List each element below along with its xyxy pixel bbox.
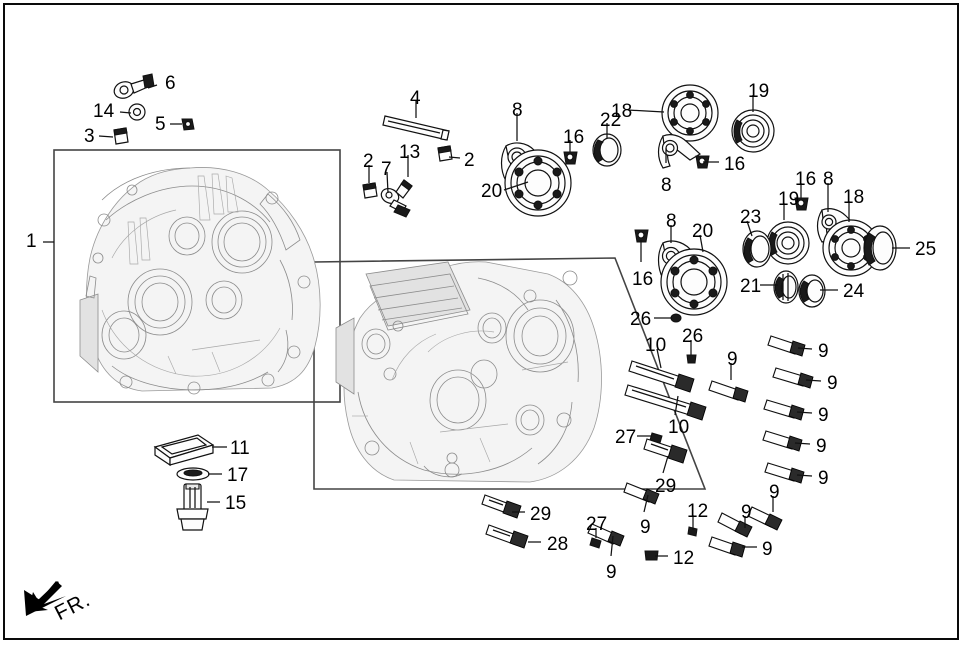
callout-number-5: 5 (155, 114, 166, 135)
callout-number-19: 19 (778, 189, 800, 210)
callout-number-10: 10 (668, 417, 690, 438)
callout-number-20: 20 (692, 221, 714, 242)
callout-number-1: 1 (26, 231, 37, 252)
callout-number-9: 9 (769, 482, 780, 503)
callout-number-2: 2 (363, 151, 374, 172)
callout-number-26: 26 (630, 309, 652, 330)
callout-number-27: 27 (586, 514, 608, 535)
callout-number-7: 7 (381, 159, 392, 180)
callout-number-19: 19 (748, 81, 770, 102)
diagram-outer-frame (3, 3, 959, 640)
callout-number-3: 3 (84, 126, 95, 147)
callout-number-9: 9 (818, 341, 829, 362)
callout-number-12: 12 (687, 501, 709, 522)
callout-number-22: 22 (600, 110, 622, 131)
callout-number-28: 28 (547, 534, 569, 555)
callout-number-16: 16 (795, 169, 817, 190)
callout-number-9: 9 (727, 349, 738, 370)
callout-number-6: 6 (165, 73, 176, 94)
callout-number-12: 12 (673, 548, 695, 569)
callout-number-8: 8 (512, 100, 523, 121)
callout-number-25: 25 (915, 239, 937, 260)
callout-number-11: 11 (230, 438, 250, 459)
callout-number-29: 29 (655, 476, 677, 497)
callout-number-9: 9 (827, 373, 838, 394)
callout-number-24: 24 (843, 281, 865, 302)
callout-number-8: 8 (661, 175, 672, 196)
callout-number-8: 8 (666, 211, 677, 232)
callout-number-14: 14 (93, 101, 115, 122)
callout-number-16: 16 (724, 154, 746, 175)
callout-number-20: 20 (481, 181, 503, 202)
callout-number-9: 9 (640, 517, 651, 538)
callout-number-29: 29 (530, 504, 552, 525)
callout-number-27: 27 (615, 427, 637, 448)
callout-number-4: 4 (410, 88, 421, 109)
callout-number-9: 9 (741, 502, 752, 523)
callout-number-18: 18 (843, 187, 865, 208)
callout-number-13: 13 (399, 142, 421, 163)
callout-number-17: 17 (227, 465, 249, 486)
callout-number-9: 9 (818, 468, 829, 489)
callout-number-9: 9 (606, 562, 617, 583)
callout-number-16: 16 (632, 269, 654, 290)
callout-number-9: 9 (818, 405, 829, 426)
callout-number-8: 8 (823, 169, 834, 190)
callout-number-9: 9 (816, 436, 827, 457)
callout-number-10: 10 (645, 335, 667, 356)
callout-number-15: 15 (225, 493, 247, 514)
callout-number-26: 26 (682, 326, 704, 347)
callout-number-21: 21 (740, 276, 762, 297)
callout-number-18: 18 (611, 101, 633, 122)
callout-number-16: 16 (563, 127, 585, 148)
callout-number-2: 2 (464, 150, 475, 171)
callout-number-9: 9 (762, 539, 773, 560)
callout-number-23: 23 (740, 207, 762, 228)
